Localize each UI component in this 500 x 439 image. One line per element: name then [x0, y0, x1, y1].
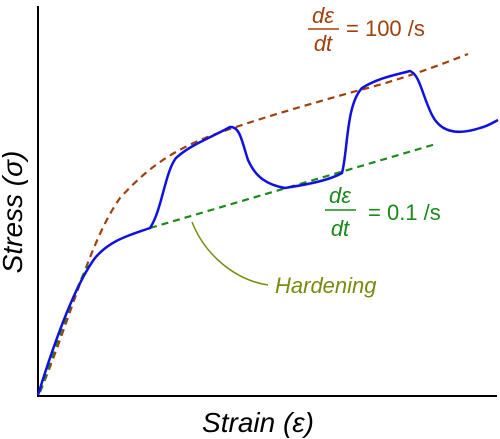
low-rate-numerator: dε: [329, 183, 351, 208]
hardening-leader-line: [191, 221, 269, 286]
high-rate-numerator: dε: [312, 3, 334, 28]
low-rate-denominator: dt: [331, 216, 350, 241]
y-axis-label: Stress (σ): [0, 151, 28, 274]
x-axis-label: Strain (ε): [202, 407, 314, 438]
low-rate-value: = 0.1 /s: [368, 200, 441, 225]
stress-strain-curve: [36, 69, 499, 396]
high-rate-value: = 100 /s: [346, 16, 425, 41]
high-rate-denominator: dt: [314, 31, 333, 56]
hardening-label: Hardening: [275, 273, 377, 298]
